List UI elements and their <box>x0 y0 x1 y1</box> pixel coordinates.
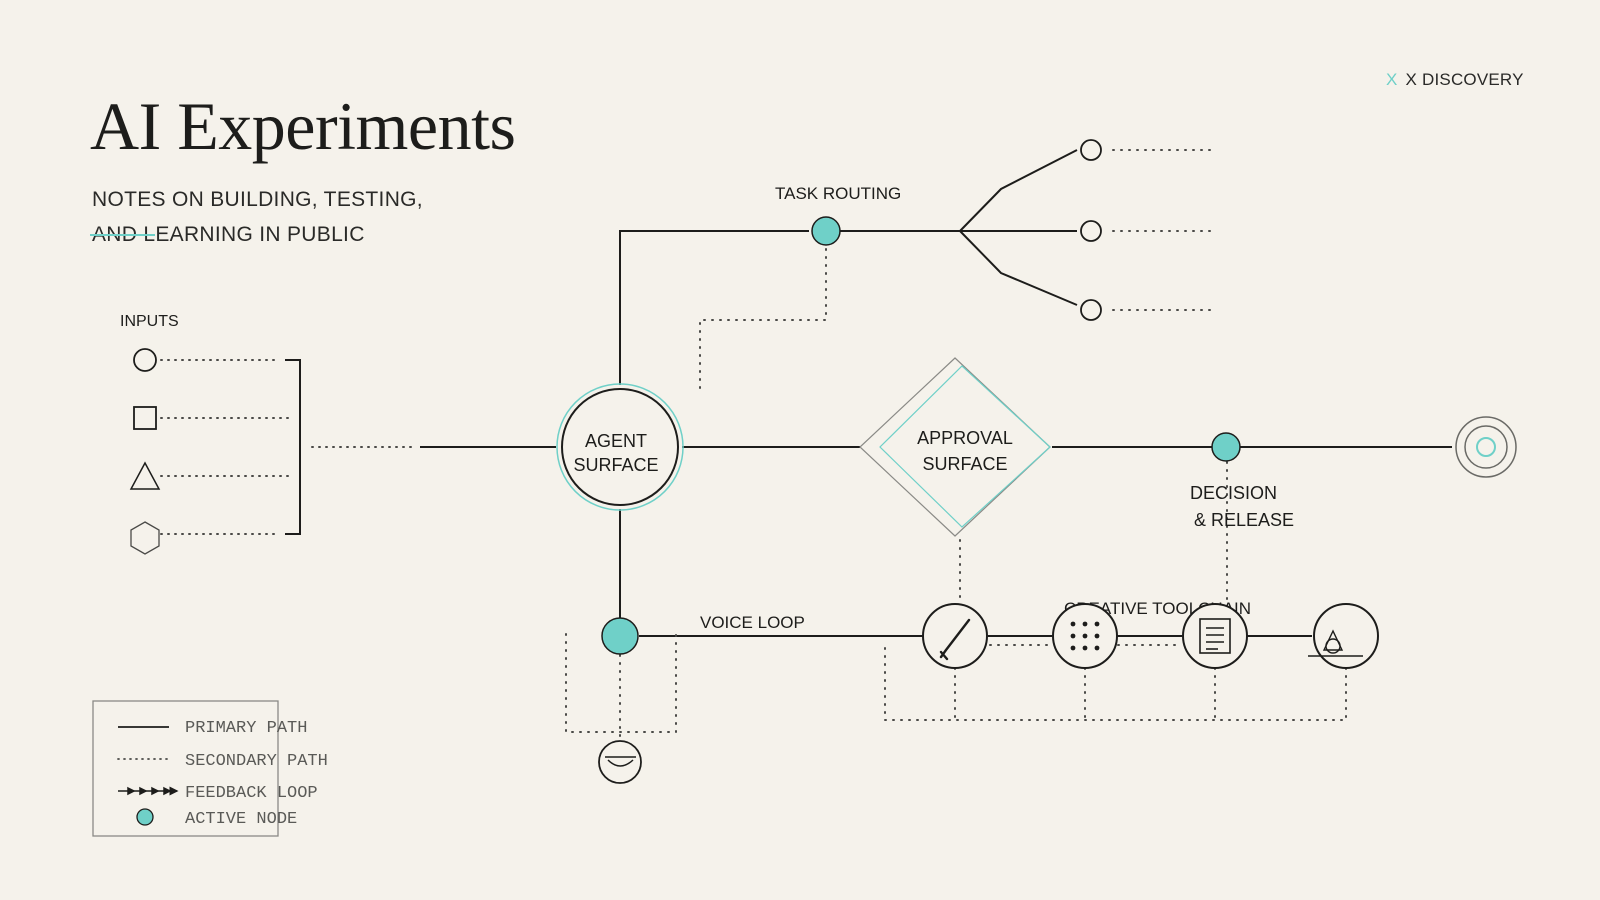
tool-pen[interactable] <box>922 603 988 669</box>
agent-surface-outer-ring <box>556 383 684 511</box>
inputs-label: INPUTS <box>120 313 179 330</box>
secondary-paths <box>565 149 1347 741</box>
brand-mark: X <box>1386 70 1398 89</box>
approval-surface-node[interactable]: APPROVAL SURFACE <box>859 357 1051 537</box>
route-output-3[interactable] <box>1080 299 1102 321</box>
route-output-2[interactable] <box>1080 220 1102 242</box>
tool-shapes-circle <box>1313 603 1379 669</box>
input-bracket <box>285 359 301 535</box>
agent-surface-node[interactable]: AGENT SURFACE <box>556 383 684 511</box>
agent-surface-label-1: AGENT <box>585 431 647 451</box>
input-circle[interactable] <box>133 348 157 372</box>
decision-label-2: & RELEASE <box>1194 510 1294 530</box>
approval-diamond-inner <box>879 365 1051 528</box>
speaker-icon-bowl <box>607 759 634 767</box>
tool-pen-circle <box>922 603 988 669</box>
page-subtitle: NOTES ON BUILDING, TESTING, AND LEARNING… <box>92 182 423 252</box>
input-hexagon[interactable] <box>130 521 160 555</box>
legend-active-label: ACTIVE NODE <box>185 810 297 829</box>
primary-paths <box>420 149 1452 637</box>
legend-feedback-label: FEEDBACK LOOP <box>185 784 318 803</box>
target-ring-middle <box>1464 425 1508 469</box>
input-triangle[interactable] <box>129 461 161 490</box>
task-routing-node[interactable] <box>811 216 841 246</box>
voice-output-node[interactable] <box>598 740 642 784</box>
subtitle-line-2: AND LEARNING IN PUBLIC <box>92 223 365 246</box>
voice-loop-node[interactable] <box>601 617 639 655</box>
brand-name: X DISCOVERY <box>1405 70 1524 89</box>
circle-icon <box>133 348 157 372</box>
decision-release-node[interactable] <box>1211 432 1241 462</box>
approval-surface-label-1: APPROVAL <box>917 428 1013 448</box>
speaker-icon <box>598 740 642 784</box>
legend-secondary-label: SECONDARY PATH <box>185 752 328 771</box>
tool-shapes[interactable] <box>1308 603 1379 669</box>
final-output-node[interactable] <box>1455 416 1517 478</box>
hexagon-icon <box>130 521 160 555</box>
agent-surface-circle <box>561 388 679 506</box>
legend-active-swatch <box>136 808 154 826</box>
tool-grid[interactable] <box>1052 603 1118 669</box>
subtitle-line-1: NOTES ON BUILDING, TESTING, <box>92 188 423 211</box>
legend-primary-label: PRIMARY PATH <box>185 719 307 738</box>
route-output-1[interactable] <box>1080 139 1102 161</box>
legend-feedback-swatch <box>118 786 179 796</box>
tool-document-circle <box>1182 603 1248 669</box>
shape-layers-icon <box>1308 629 1363 657</box>
approval-surface-label-2: SURFACE <box>922 454 1007 474</box>
tool-document[interactable] <box>1182 603 1248 669</box>
input-connectors <box>160 359 291 535</box>
document-icon <box>1199 618 1231 654</box>
agent-surface-label-2: SURFACE <box>573 455 658 475</box>
legend-box <box>92 700 279 837</box>
decision-label-1: DECISION <box>1190 483 1277 503</box>
page-title: AI Experiments <box>90 88 516 164</box>
target-ring-center <box>1476 437 1496 457</box>
dot-grid-icon <box>1070 621 1100 651</box>
triangle-icon <box>129 461 161 490</box>
voice-loop-label: VOICE LOOP <box>700 613 805 632</box>
square-icon <box>133 406 157 430</box>
brand-logo[interactable]: X X DISCOVERY <box>1386 70 1524 90</box>
pen-tool-icon <box>939 618 971 661</box>
input-square[interactable] <box>133 406 157 430</box>
task-routing-label: TASK ROUTING <box>775 184 901 203</box>
